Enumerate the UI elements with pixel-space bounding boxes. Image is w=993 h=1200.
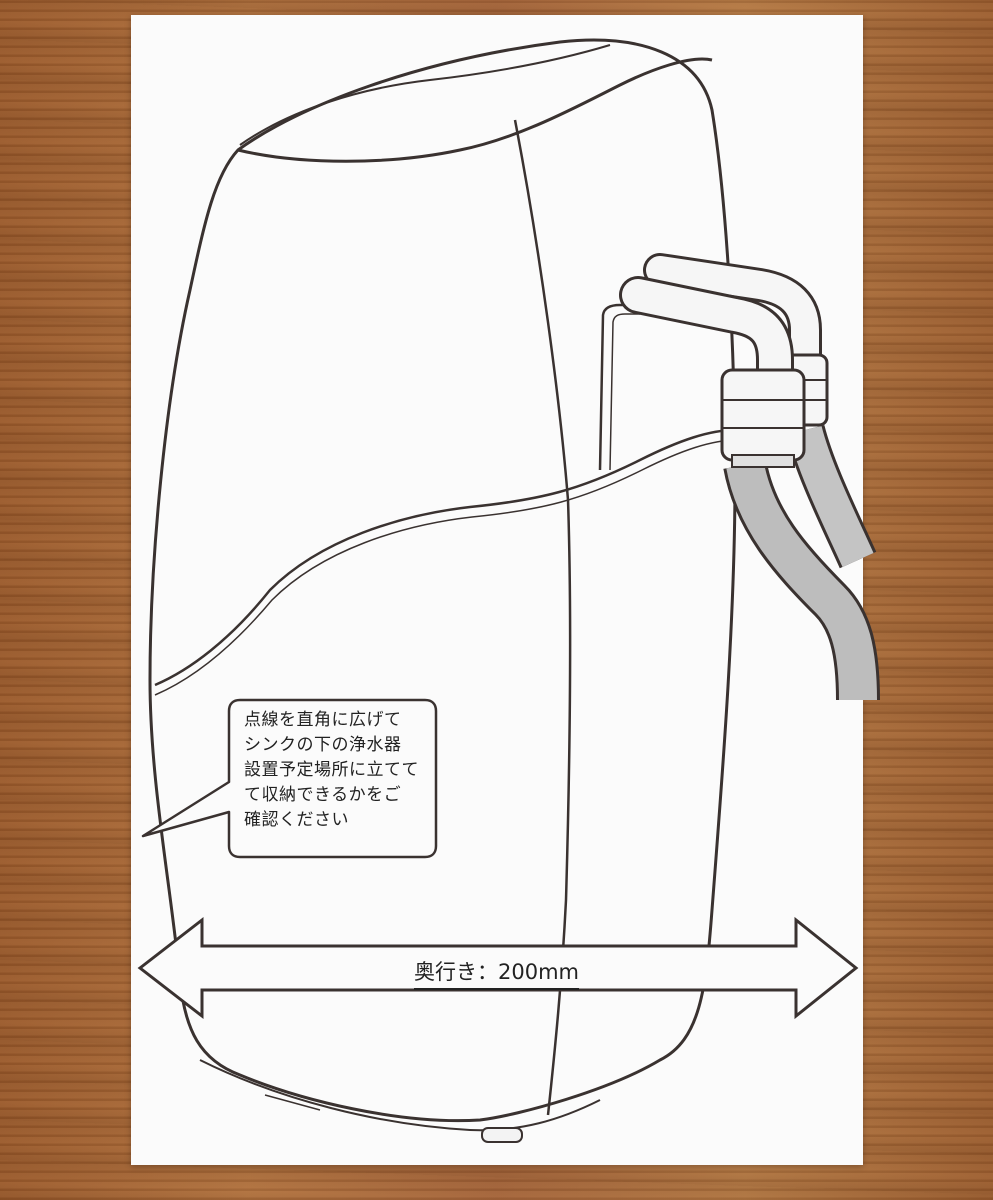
elbow-fitting-rear (643, 253, 829, 427)
purifier-body-outline (148, 38, 737, 1123)
callout-line: 点線を直角に広げて (244, 710, 402, 730)
callout-line: て収納できるかをご (244, 785, 402, 805)
callout-line: 設置予定場所に立てて (244, 760, 419, 780)
elbow-fitting-front (619, 276, 806, 468)
purifier-foot (481, 1127, 523, 1143)
callout-bubble (141, 698, 438, 859)
depth-dimension-label: 奥行き：200mm (414, 956, 579, 990)
callout-line: シンクの下の浄水器 (244, 735, 402, 755)
depth-dimension-arrow (137, 916, 859, 1020)
purifier-base (199, 1059, 601, 1132)
bracket-line (598, 303, 640, 471)
callout-text: 点線を直角に広げて シンクの下の浄水器 設置予定場所に立てて て収納できるかをご… (244, 708, 429, 833)
callout-line: 確認ください (244, 810, 349, 830)
cover-cut-line (154, 428, 736, 687)
purifier-top-cap (237, 57, 713, 163)
